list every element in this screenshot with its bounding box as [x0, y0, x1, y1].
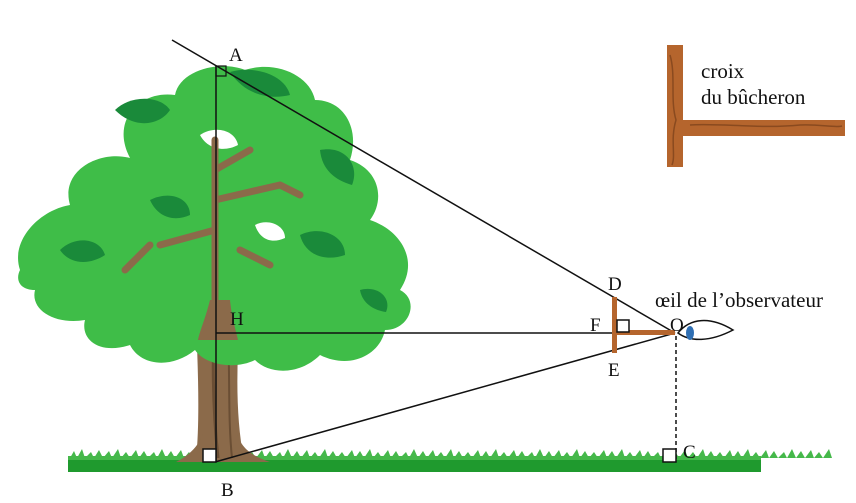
- cross-legend-icon: [667, 45, 845, 167]
- label-C: C: [683, 442, 696, 463]
- label-D: D: [608, 274, 622, 295]
- eye-caption: œil de l’observateur: [655, 288, 823, 312]
- label-F: F: [590, 315, 601, 336]
- label-B: B: [221, 480, 234, 501]
- tree-foliage: [18, 66, 411, 371]
- line-of-sight-top: [171, 39, 676, 334]
- label-H: H: [230, 309, 244, 330]
- right-angle-B: [202, 448, 217, 463]
- observer-eye-icon: [676, 319, 735, 341]
- label-E: E: [608, 360, 620, 381]
- label-O: O: [670, 315, 684, 336]
- construction-lines: [171, 39, 677, 463]
- held-cross: [612, 297, 675, 353]
- line-of-sight-bottom: [214, 332, 676, 463]
- right-angle-F: [616, 319, 630, 333]
- right-angle-A: [215, 65, 227, 77]
- cross-caption-line1: croix: [701, 59, 745, 83]
- cross-caption-line2: du bûcheron: [701, 85, 806, 109]
- label-A: A: [229, 45, 243, 66]
- right-angle-C: [662, 448, 677, 463]
